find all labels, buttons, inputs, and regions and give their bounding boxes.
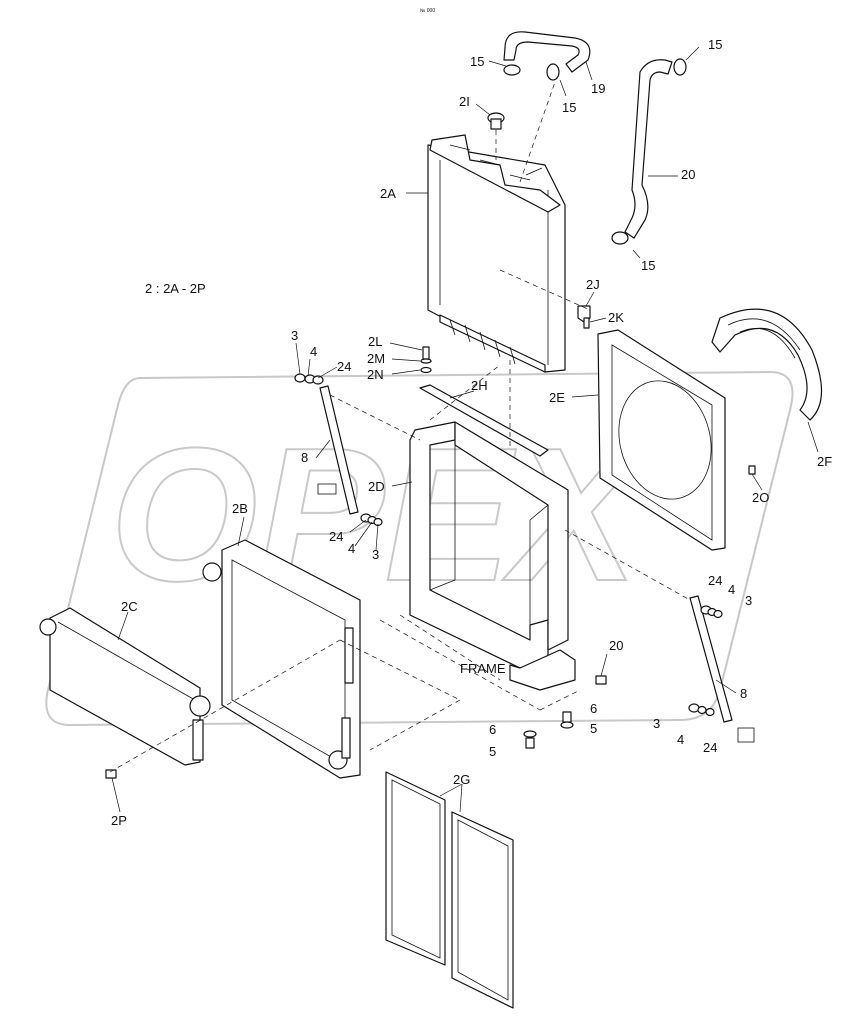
label-3-d: 3	[653, 716, 660, 731]
bolt-2L-2M-2N	[420, 346, 432, 374]
radiator-2A	[427, 134, 566, 373]
label-19: 19	[591, 81, 605, 96]
label-15-d: 15	[641, 258, 655, 273]
label-24-d: 24	[703, 740, 717, 755]
label-8-b: 8	[740, 686, 747, 701]
label-4-d: 4	[677, 732, 684, 747]
label-2B: 2B	[232, 501, 248, 516]
part-labels: 15 19 15 15 20 15 2I 2A 2J 2K 2L 2M 2N 2…	[111, 37, 832, 828]
screen-2G	[385, 771, 514, 1009]
label-8-a: 8	[301, 450, 308, 465]
label-2P: 2P	[111, 813, 127, 828]
label-24-a: 24	[337, 359, 351, 374]
label-6-a: 6	[489, 722, 496, 737]
label-2E: 2E	[549, 390, 565, 405]
label-20-hose: 20	[681, 167, 695, 182]
label-2L: 2L	[368, 334, 382, 349]
oil-cooler-2B	[202, 539, 361, 779]
frame-2D	[379, 421, 581, 711]
label-2C: 2C	[121, 599, 138, 614]
label-4-c: 4	[728, 582, 735, 597]
fan-shroud-2E	[597, 329, 726, 551]
label-15-a: 15	[470, 54, 484, 69]
label-5-b: 5	[590, 721, 597, 736]
label-frame: FRAME	[460, 661, 506, 676]
label-2D: 2D	[368, 479, 385, 494]
label-3-a: 3	[291, 328, 298, 343]
label-4-b: 4	[348, 541, 355, 556]
label-24-c: 24	[708, 573, 722, 588]
label-2H: 2H	[471, 378, 488, 393]
label-2O: 2O	[752, 490, 769, 505]
strut-8-right	[689, 595, 755, 743]
label-15-c: 15	[708, 37, 722, 52]
label-2J: 2J	[586, 277, 600, 292]
lower-hose-20	[624, 59, 673, 239]
label-2I: 2I	[459, 94, 470, 109]
radiator-cap-2I	[487, 112, 505, 160]
label-15-b: 15	[562, 100, 576, 115]
strut-8-left	[317, 385, 359, 515]
label-2M: 2M	[367, 351, 385, 366]
label-3-c: 3	[745, 593, 752, 608]
label-6-b: 6	[590, 701, 597, 716]
upper-hose-19	[503, 31, 591, 73]
intercooler-2C	[39, 607, 211, 766]
hose-clamps	[503, 58, 687, 245]
label-2F: 2F	[817, 454, 832, 469]
group-note: 2 : 2A - 2P	[145, 281, 206, 296]
label-24-b: 24	[329, 529, 343, 544]
leader-lines	[109, 46, 819, 813]
label-3-b: 3	[372, 547, 379, 562]
bolts	[105, 373, 756, 779]
fan-guard-2F	[711, 308, 823, 421]
header-mark: № 000	[420, 8, 435, 14]
label-2A: 2A	[380, 186, 396, 201]
label-5-a: 5	[489, 744, 496, 759]
label-20-bolt: 20	[609, 638, 623, 653]
label-4-a: 4	[310, 344, 317, 359]
bracket-2J	[577, 305, 591, 329]
label-2G: 2G	[453, 772, 470, 787]
label-2N: 2N	[367, 367, 384, 382]
label-2K: 2K	[608, 310, 624, 325]
